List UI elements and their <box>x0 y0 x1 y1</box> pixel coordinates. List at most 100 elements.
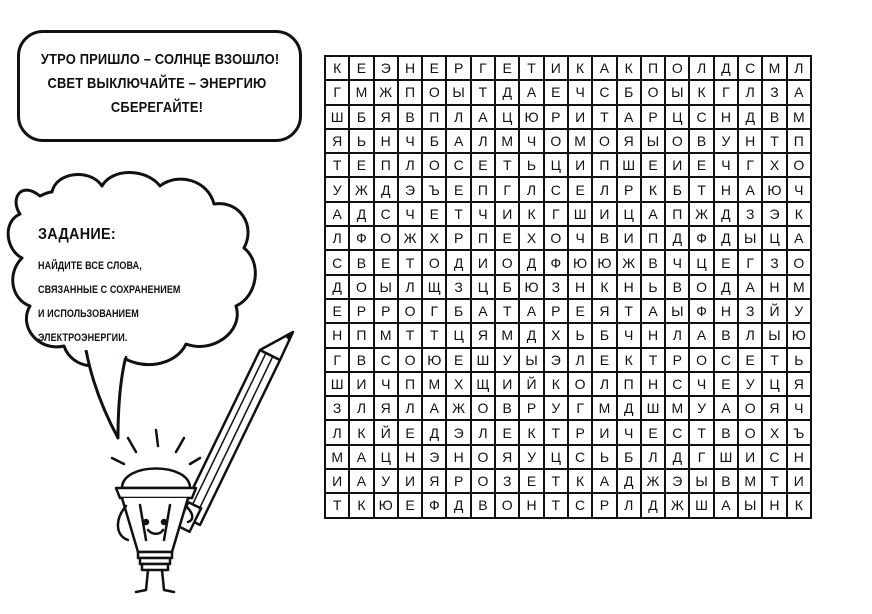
grid-cell[interactable]: Е <box>423 57 448 82</box>
grid-cell[interactable]: Х <box>520 227 545 252</box>
grid-cell[interactable]: Я <box>617 129 642 155</box>
grid-cell[interactable]: Ю <box>374 494 399 519</box>
grid-cell[interactable]: Е <box>739 348 764 373</box>
grid-cell[interactable]: А <box>520 81 545 106</box>
grid-cell[interactable]: Т <box>520 57 545 82</box>
grid-cell[interactable]: Е <box>568 299 594 325</box>
grid-cell[interactable]: М <box>763 57 788 82</box>
grid-cell[interactable]: Я <box>374 105 399 130</box>
grid-cell[interactable]: О <box>739 421 764 446</box>
grid-cell[interactable]: Е <box>398 494 424 519</box>
grid-cell[interactable]: Е <box>350 57 375 82</box>
grid-cell[interactable]: Я <box>374 397 399 422</box>
grid-cell[interactable]: Е <box>398 421 424 446</box>
grid-cell[interactable]: М <box>739 470 764 495</box>
grid-cell[interactable]: Ю <box>520 275 545 300</box>
grid-cell[interactable]: П <box>641 227 667 252</box>
grid-cell[interactable]: У <box>544 397 569 422</box>
grid-cell[interactable]: Г <box>496 178 521 203</box>
grid-cell[interactable]: Л <box>617 494 642 519</box>
grid-cell[interactable]: Ч <box>398 202 424 228</box>
grid-cell[interactable]: Н <box>714 299 740 325</box>
grid-cell[interactable]: Ш <box>617 154 642 179</box>
grid-cell[interactable]: Б <box>496 275 521 300</box>
grid-cell[interactable]: Д <box>520 324 545 349</box>
grid-cell[interactable]: Ш <box>326 105 351 130</box>
grid-cell[interactable]: А <box>471 299 497 325</box>
grid-cell[interactable]: О <box>593 129 618 155</box>
grid-cell[interactable]: С <box>568 494 594 519</box>
grid-cell[interactable]: И <box>568 154 594 179</box>
grid-cell[interactable]: А <box>350 445 375 471</box>
grid-cell[interactable]: А <box>520 299 545 325</box>
grid-cell[interactable]: Д <box>714 57 740 82</box>
grid-cell[interactable]: Ь <box>593 445 618 471</box>
grid-cell[interactable]: А <box>714 494 740 519</box>
grid-cell[interactable]: К <box>641 178 667 203</box>
grid-cell[interactable]: У <box>739 372 764 398</box>
grid-cell[interactable]: Д <box>666 445 691 471</box>
grid-cell[interactable]: Д <box>447 494 472 519</box>
grid-cell[interactable]: Д <box>714 227 740 252</box>
grid-cell[interactable]: И <box>350 372 375 398</box>
grid-cell[interactable]: Д <box>350 202 375 228</box>
grid-cell[interactable]: Д <box>739 105 764 130</box>
grid-cell[interactable]: Ч <box>714 154 740 179</box>
grid-cell[interactable]: А <box>350 470 375 495</box>
grid-cell[interactable]: Ж <box>641 470 667 495</box>
grid-cell[interactable]: Ы <box>739 227 764 252</box>
grid-cell[interactable]: Э <box>374 57 399 82</box>
grid-cell[interactable]: Т <box>763 470 788 495</box>
grid-cell[interactable]: Ч <box>617 324 642 349</box>
grid-cell[interactable]: Л <box>471 421 497 446</box>
grid-cell[interactable]: Т <box>617 299 642 325</box>
grid-cell[interactable]: В <box>593 227 618 252</box>
grid-cell[interactable]: Ч <box>690 372 715 398</box>
grid-cell[interactable]: К <box>617 57 642 82</box>
grid-cell[interactable]: О <box>423 81 448 106</box>
grid-cell[interactable]: Г <box>326 81 351 106</box>
grid-cell[interactable]: К <box>787 494 812 519</box>
grid-cell[interactable]: И <box>593 202 618 228</box>
grid-cell[interactable]: В <box>714 324 740 349</box>
grid-cell[interactable]: Е <box>520 470 545 495</box>
grid-cell[interactable]: П <box>350 324 375 349</box>
grid-cell[interactable]: У <box>714 129 740 155</box>
grid-cell[interactable]: С <box>714 348 740 373</box>
grid-cell[interactable]: Р <box>544 105 569 130</box>
grid-cell[interactable]: П <box>471 227 497 252</box>
grid-cell[interactable]: Л <box>739 324 764 349</box>
grid-cell[interactable]: Ч <box>471 202 497 228</box>
grid-cell[interactable]: Ь <box>520 154 545 179</box>
grid-cell[interactable]: Я <box>496 445 521 471</box>
grid-cell[interactable]: П <box>471 178 497 203</box>
grid-cell[interactable]: Т <box>763 129 788 155</box>
grid-cell[interactable]: Т <box>398 324 424 349</box>
grid-cell[interactable]: Р <box>350 299 375 325</box>
grid-cell[interactable]: В <box>666 275 691 300</box>
grid-cell[interactable]: З <box>739 202 764 228</box>
grid-cell[interactable]: В <box>350 348 375 373</box>
grid-cell[interactable]: С <box>326 251 351 276</box>
grid-cell[interactable]: Н <box>398 445 424 471</box>
grid-cell[interactable]: Ы <box>763 324 788 349</box>
grid-cell[interactable]: Ж <box>447 397 472 422</box>
grid-cell[interactable]: Н <box>787 445 812 471</box>
grid-cell[interactable]: Ш <box>568 202 594 228</box>
grid-cell[interactable]: Р <box>374 299 399 325</box>
grid-cell[interactable]: Ф <box>544 251 569 276</box>
grid-cell[interactable]: Б <box>447 299 472 325</box>
grid-cell[interactable]: Т <box>690 421 715 446</box>
grid-cell[interactable]: Ю <box>520 105 545 130</box>
grid-cell[interactable]: Ь <box>787 348 812 373</box>
grid-cell[interactable]: Е <box>496 57 521 82</box>
grid-cell[interactable]: О <box>544 129 569 155</box>
grid-cell[interactable]: Д <box>496 81 521 106</box>
grid-cell[interactable]: Ж <box>350 178 375 203</box>
grid-cell[interactable]: Н <box>568 275 594 300</box>
grid-cell[interactable]: Т <box>326 154 351 179</box>
grid-cell[interactable]: О <box>398 348 424 373</box>
grid-cell[interactable]: З <box>496 470 521 495</box>
grid-cell[interactable]: Ц <box>544 154 569 179</box>
grid-cell[interactable]: С <box>690 105 715 130</box>
